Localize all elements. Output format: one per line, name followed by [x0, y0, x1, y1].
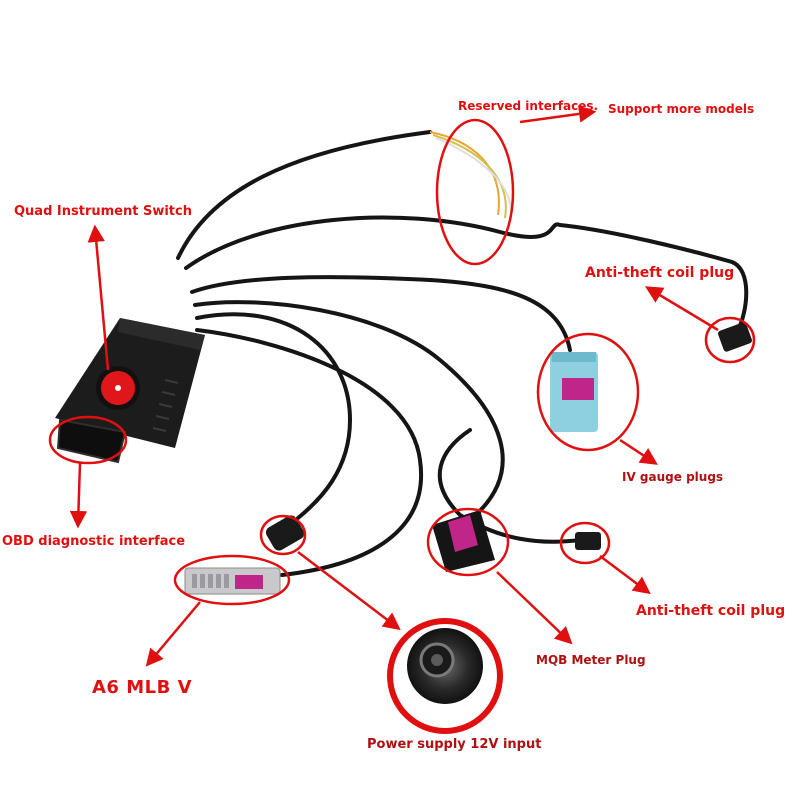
dc-power-jack-icon [265, 515, 305, 551]
cable-iv-gauge [190, 275, 572, 352]
label-obd-diagnostic-interface: OBD diagnostic interface [2, 534, 186, 549]
red-rocker-switch-icon[interactable] [96, 366, 140, 410]
cable-a6 [195, 328, 424, 577]
cable-anti-theft-bottom [437, 428, 582, 544]
cable-reserved [176, 130, 432, 260]
label-a6-mlb-v: A6 MLB V [92, 677, 193, 698]
reserved-wires [429, 131, 513, 223]
iv-gauge-plug [550, 352, 598, 432]
dc-jack-zoom-inset [387, 618, 503, 734]
cable-mqb [193, 300, 505, 522]
label-anti-theft-coil-plug-bottom: Anti-theft coil plug [636, 603, 786, 619]
label-reserved-interfaces: Reserved interfaces. [458, 99, 599, 113]
cable-anti-theft-top [184, 215, 749, 332]
label-quad-instrument-switch: Quad Instrument Switch [14, 204, 192, 219]
label-support-more-models: Support more models [608, 102, 755, 116]
label-anti-theft-coil-plug-top: Anti-theft coil plug [585, 265, 735, 281]
anti-theft-plug-top [717, 322, 753, 352]
cable-group [176, 130, 749, 577]
cable-dc-jack [195, 312, 353, 520]
mqb-meter-plug [432, 510, 495, 572]
label-mqb-meter-plug: MQB Meter Plug [536, 653, 646, 667]
annotation-arrows [69, 105, 719, 667]
label-power-supply-12v-input: Power supply 12V input [367, 737, 542, 752]
anti-theft-plug-bottom [575, 532, 601, 550]
label-iv-gauge-plugs: IV gauge plugs [622, 470, 724, 484]
annotation-circles [48, 118, 756, 606]
a6-connector [184, 567, 281, 595]
